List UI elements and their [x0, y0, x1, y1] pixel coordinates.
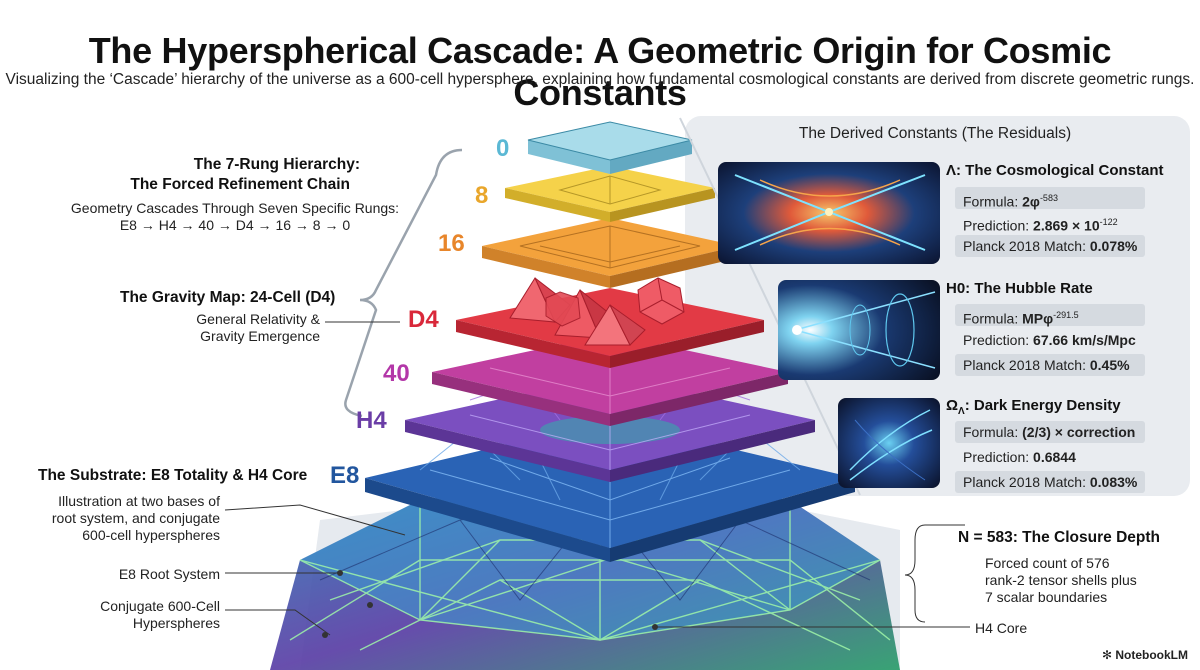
rung-label-8: 8 [475, 182, 489, 209]
callout-lines [224, 321, 970, 636]
dot-h4-core [652, 624, 658, 630]
const-lambda-match: Planck 2018 Match: 0.078% [955, 235, 1145, 257]
thumb-cosmological-constant [718, 162, 940, 264]
const-dark-energy-prediction: Prediction: 0.6844 [963, 449, 1076, 465]
hierarchy-title-2: The Forced Refinement Chain [130, 176, 350, 193]
thumb-dark-energy [838, 398, 940, 488]
const-dark-energy-title: ΩΛ: Dark Energy Density [946, 397, 1121, 417]
layer-40 [432, 334, 788, 426]
d4-24-cell-polyhedra [509, 276, 685, 346]
page-subtitle: Visualizing the ‘Cascade’ hierarchy of t… [5, 71, 1195, 88]
const-hubble-match: Planck 2018 Match: 0.45% [955, 354, 1145, 376]
const-lambda-title: Λ: The Cosmological Constant [946, 162, 1164, 179]
substrate-desc-1: Illustration at two bases of [58, 493, 220, 509]
conjugate-label-2: Hyperspheres [132, 615, 220, 631]
const-dark-energy-match: Planck 2018 Match: 0.083% [955, 471, 1145, 493]
rung-label-0: 0 [496, 135, 510, 162]
conjugate-label-1: Conjugate 600-Cell [100, 598, 220, 614]
dot-conjugate [367, 602, 373, 608]
notebooklm-logo: ✻ NotebookLM [1101, 648, 1188, 662]
rung-label-40: 40 [383, 360, 410, 387]
const-hubble-title: H0: The Hubble Rate [946, 280, 1093, 297]
const-dark-energy-formula: Formula: (2/3) × correction [955, 421, 1145, 443]
hierarchy-desc-2: E8 → H4 → 40 → D4 → 16 → 8 → 0 [119, 217, 351, 233]
dot-conjugate-2 [322, 632, 328, 638]
closure-title: N = 583: The Closure Depth [958, 529, 1160, 546]
hierarchy-bracket [344, 148, 463, 418]
substrate-title: The Substrate: E8 Totality & H4 Core [38, 467, 308, 484]
page-title: The Hyperspherical Cascade: A Geometric … [88, 30, 1112, 113]
substrate-desc-3: 600-cell hyperspheres [82, 527, 220, 543]
panel-title: The Derived Constants (The Residuals) [798, 125, 1072, 142]
h4-core-label: H4 Core [975, 620, 1028, 636]
layer-0 [527, 121, 693, 174]
gravity-desc-1: General Relativity & [196, 311, 320, 327]
gravity-title: The Gravity Map: 24-Cell (D4) [120, 289, 336, 306]
const-hubble-formula: Formula: MPφ-291.5 [955, 304, 1145, 327]
hierarchy-title-1: The 7-Rung Hierarchy: [193, 156, 360, 173]
closure-desc-2: rank-2 tensor shells plus [985, 572, 1137, 588]
e8-root-label: E8 Root System [118, 566, 220, 582]
layer-8 [505, 166, 715, 222]
const-hubble-prediction: Prediction: 67.66 km/s/Mpc [963, 332, 1136, 348]
dot-e8-root [337, 570, 343, 576]
rung-label-16: 16 [438, 230, 465, 257]
hierarchy-desc-1: Geometry Cascades Through Seven Specific… [70, 200, 400, 216]
rung-label-e8: E8 [330, 462, 360, 489]
panel-edge [679, 117, 861, 496]
thumb-hubble-rate [778, 280, 940, 380]
closure-desc-1: Forced count of 576 [985, 555, 1110, 571]
rung-label-d4: D4 [408, 306, 439, 333]
gravity-desc-2: Gravity Emergence [200, 328, 320, 344]
closure-desc-3: 7 scalar boundaries [985, 589, 1108, 605]
substrate-desc-2: root system, and conjugate [51, 510, 220, 526]
const-lambda-formula: Formula: 2φ-583 [955, 187, 1145, 210]
layer-16 [482, 218, 738, 288]
const-lambda-prediction: Prediction: 2.869 × 10-122 [963, 217, 1118, 234]
rung-label-h4: H4 [356, 407, 387, 434]
